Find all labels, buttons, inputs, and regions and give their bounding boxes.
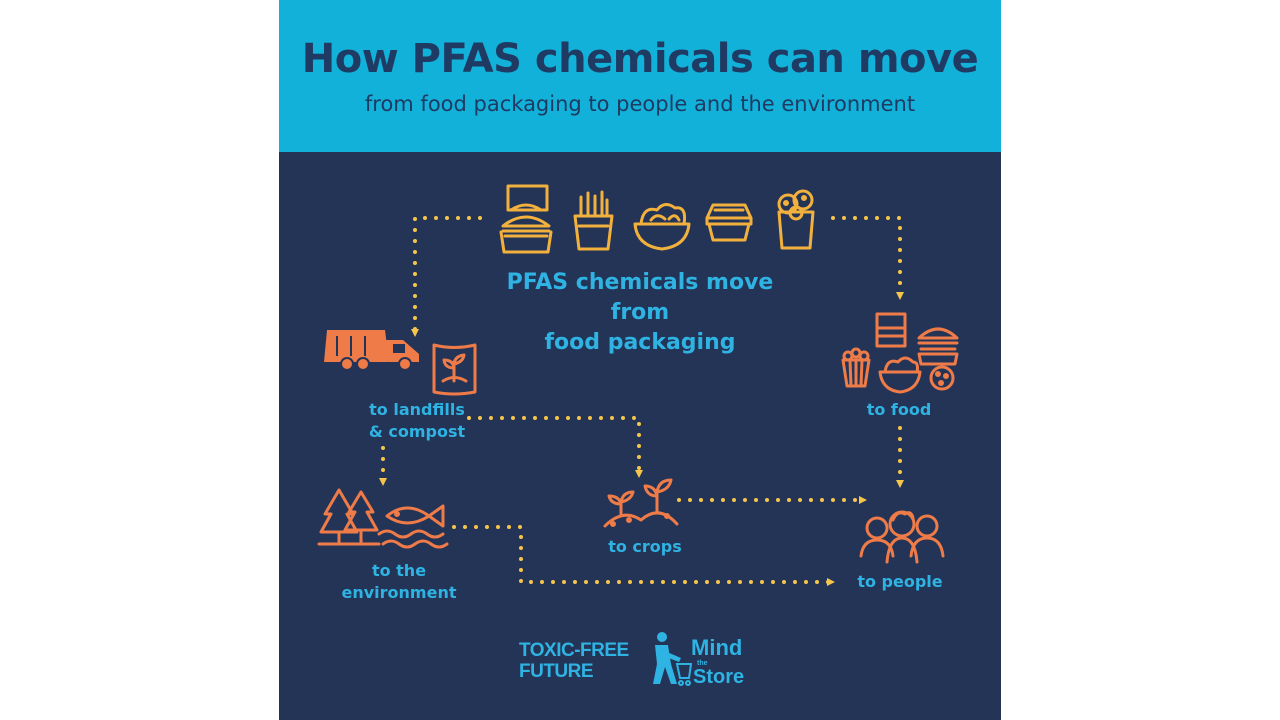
mind-the-store-logo-figure	[653, 632, 681, 684]
landfills-label: to landfills & compost	[337, 399, 497, 443]
salad-bowl-icon	[878, 356, 922, 394]
clamshell-container-icon	[705, 203, 753, 242]
flow-diagram	[317, 184, 959, 686]
page-title: How PFAS chemicals can move	[301, 36, 979, 82]
sprouts-icon	[603, 478, 679, 528]
arrow-packaging-to-landfills	[411, 216, 482, 337]
cookie-bag-icon	[777, 189, 815, 250]
page-subtitle: from food packaging to people and the en…	[364, 92, 916, 116]
crops-label: to crops	[608, 537, 682, 556]
header-banner: How PFAS chemicals can move from food pa…	[279, 0, 1001, 152]
people-label: to people	[857, 572, 943, 591]
popcorn-icon	[841, 347, 871, 388]
arrow-packaging-to-food	[831, 216, 904, 300]
center-label-line-2: food packaging	[544, 330, 736, 355]
mind-logo-text: Mind	[691, 635, 743, 660]
shopping-cart-icon	[675, 663, 693, 686]
fries-container-icon	[573, 190, 614, 251]
compost-bag-icon	[432, 343, 477, 396]
center-label-line-1: PFAS chemicals move from	[506, 270, 774, 325]
toxic-free-future-logo: TOXIC-FREE FUTURE	[519, 640, 629, 682]
burger-box-icon	[499, 184, 553, 254]
food-label: to food	[866, 400, 932, 419]
the-logo-text: the	[697, 660, 708, 667]
salad-bowl-icon	[633, 203, 691, 251]
arrow-landfills-to-crops	[467, 416, 643, 478]
landfills-label-line-2: & compost	[368, 422, 466, 441]
burger-icon	[917, 327, 959, 366]
landfills-label-line-1: to landfills	[369, 400, 465, 419]
environment-label-line-1: to the	[371, 561, 427, 580]
sandwich-icon	[875, 312, 907, 348]
toxic-free-logo-line-1: TOXIC-FREE	[519, 640, 629, 661]
center-label: PFAS chemicals move from food packaging	[479, 268, 801, 358]
cookie-icon	[929, 365, 955, 391]
arrow-environment-to-people	[452, 525, 835, 586]
fish-icon	[385, 504, 445, 528]
store-logo-text: Store	[693, 666, 745, 688]
infographic: How PFAS chemicals can move from food pa…	[279, 0, 1001, 720]
pine-trees-icon	[317, 488, 381, 546]
environment-label-line-2: environment	[341, 583, 457, 602]
toxic-free-logo-line-2: FUTURE	[519, 661, 594, 682]
people-group-icon	[859, 510, 945, 564]
environment-label: to the environment	[309, 560, 489, 604]
water-waves-icon	[377, 529, 449, 549]
garbage-truck-icon	[324, 330, 419, 371]
